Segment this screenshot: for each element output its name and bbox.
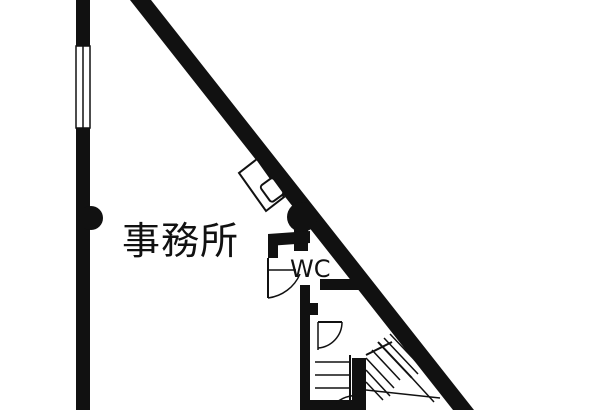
office-room-label: 事務所 — [122, 219, 240, 263]
stair-flight — [352, 333, 441, 403]
stair-landing — [315, 355, 351, 400]
bottom-door-arc — [329, 394, 361, 410]
wc-walls — [268, 229, 368, 315]
kitchen-sink — [237, 157, 286, 213]
left-wall — [76, 0, 103, 410]
wc-door — [267, 258, 301, 299]
window — [75, 45, 91, 129]
wc-room-label: WC — [290, 255, 331, 283]
stair-walls — [300, 315, 366, 410]
stair-door — [317, 321, 343, 350]
column — [287, 202, 317, 232]
